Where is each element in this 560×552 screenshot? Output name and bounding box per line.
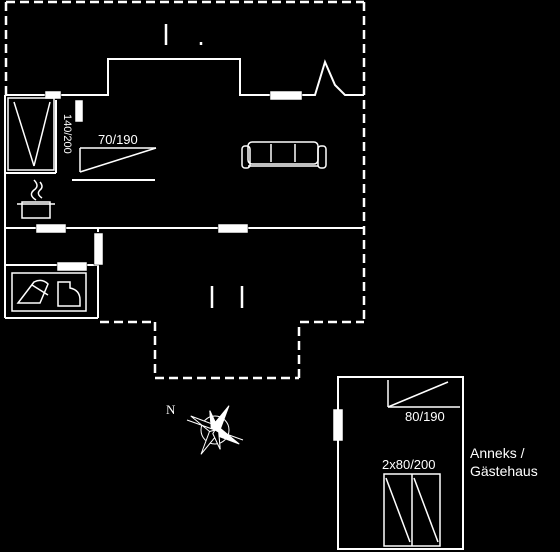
terrace-outline [153,322,301,380]
window-top-left [44,90,62,100]
wardrobe [7,97,55,171]
shower-icon [16,279,49,304]
door-kitchen [35,223,67,234]
north-label: N [166,402,176,417]
compass-rose-icon [186,405,244,455]
bed-140-label: 140/200 [61,114,73,154]
bed-70-label: 70/190 [98,132,138,147]
main-house-outline [4,0,366,324]
annex-walls [337,376,464,550]
bathroom-fixtures [11,272,87,312]
bed-2x80-label: 2x80/200 [382,457,436,472]
door-hall [93,232,104,266]
door-bedroom [74,99,84,123]
bed-80-label: 80/190 [405,409,445,424]
annex-bed-2x80-200 [383,473,441,547]
main-house-walls [4,58,364,319]
annex-label: Anneks / Gästehaus [470,444,538,480]
sofa-icon [241,141,327,169]
window-top-right [269,90,303,101]
cooking-pot-icon [17,179,55,219]
bed-70-190 [79,147,157,173]
openings [35,90,344,442]
annex-bed-80-190 [387,380,460,408]
toilet-icon [57,281,81,307]
annex-label-line2: Gästehaus [470,463,538,479]
annex-label-line1: Anneks / [470,445,525,461]
wall-stubs [164,24,244,308]
door-bathroom [56,261,88,272]
door-living [217,223,249,234]
